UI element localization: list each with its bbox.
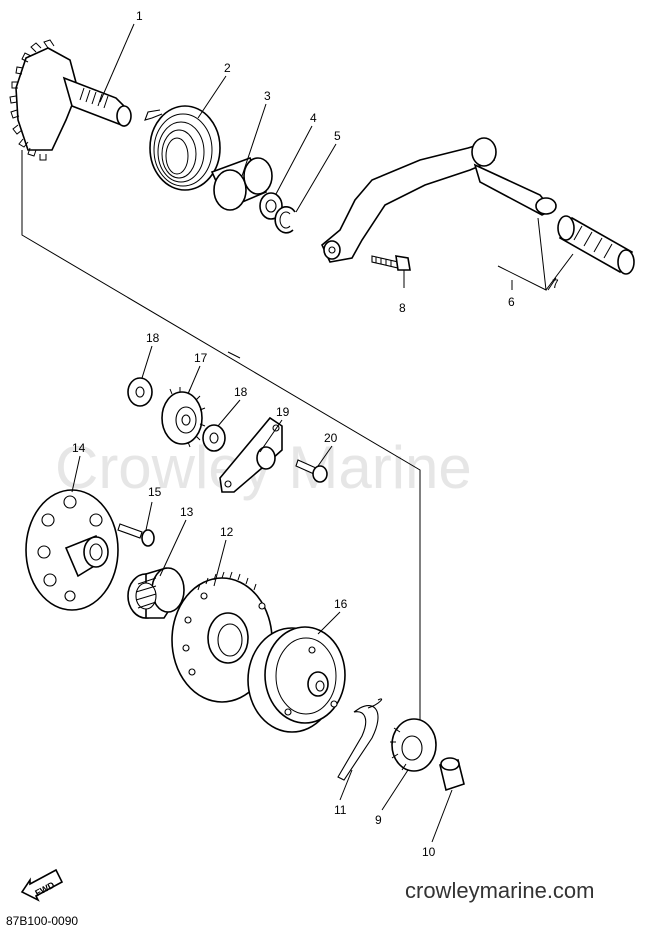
fwd-arrow: FWD [20, 868, 64, 902]
part-7-grip [557, 215, 635, 275]
part-12-drive-gear [171, 571, 273, 703]
part-9-ratchet [390, 718, 437, 772]
callout-12: 12 [220, 525, 234, 539]
part-16-drum [247, 626, 346, 733]
assembly-lines [21, 150, 421, 725]
callout-10: 10 [422, 845, 436, 859]
part-14-kick-gear-housing [25, 489, 119, 611]
part-8-bolt [371, 255, 411, 271]
part-10-spacer [439, 757, 465, 792]
part-13-needle-bearing [127, 567, 185, 619]
part-18-washer-a [127, 377, 153, 407]
callout-15: 15 [148, 485, 162, 499]
diagram-code: 87B100-0090 [6, 914, 78, 928]
part-2-torsion-spring [144, 105, 221, 191]
callout-5: 5 [334, 129, 341, 143]
callout-13: 13 [180, 505, 194, 519]
leader-lines [71, 23, 574, 843]
callout-11: 11 [334, 803, 347, 817]
part-1-kick-shaft [9, 39, 132, 161]
callout-9: 9 [375, 813, 382, 827]
part-3-collar [210, 156, 273, 211]
callout-18a: 18 [146, 331, 160, 345]
callout-3: 3 [264, 89, 271, 103]
callout-2: 2 [224, 61, 231, 75]
part-5-circlip [274, 205, 296, 234]
part-6-kick-crank [321, 137, 557, 263]
part-11-spring-clip [337, 698, 383, 781]
site-label: crowleymarine.com [405, 878, 595, 903]
callout-labels: 1 2 3 4 5 6 7 8 9 10 11 12 13 14 15 16 1… [72, 9, 559, 859]
callout-19: 19 [276, 405, 290, 419]
callout-6: 6 [508, 295, 515, 309]
callout-4: 4 [310, 111, 317, 125]
callout-7: 7 [552, 277, 559, 291]
part-20-screw [295, 459, 328, 483]
callout-8: 8 [399, 301, 406, 315]
callout-14: 14 [72, 441, 86, 455]
callout-18b: 18 [234, 385, 248, 399]
part-17-idler-gear [161, 387, 206, 448]
part-19-bracket [219, 416, 283, 493]
callout-17: 17 [194, 351, 208, 365]
part-15-screw [117, 523, 155, 547]
callout-16: 16 [334, 597, 348, 611]
part-18-washer-b [202, 424, 226, 452]
callout-1: 1 [136, 9, 143, 23]
callout-20: 20 [324, 431, 338, 445]
